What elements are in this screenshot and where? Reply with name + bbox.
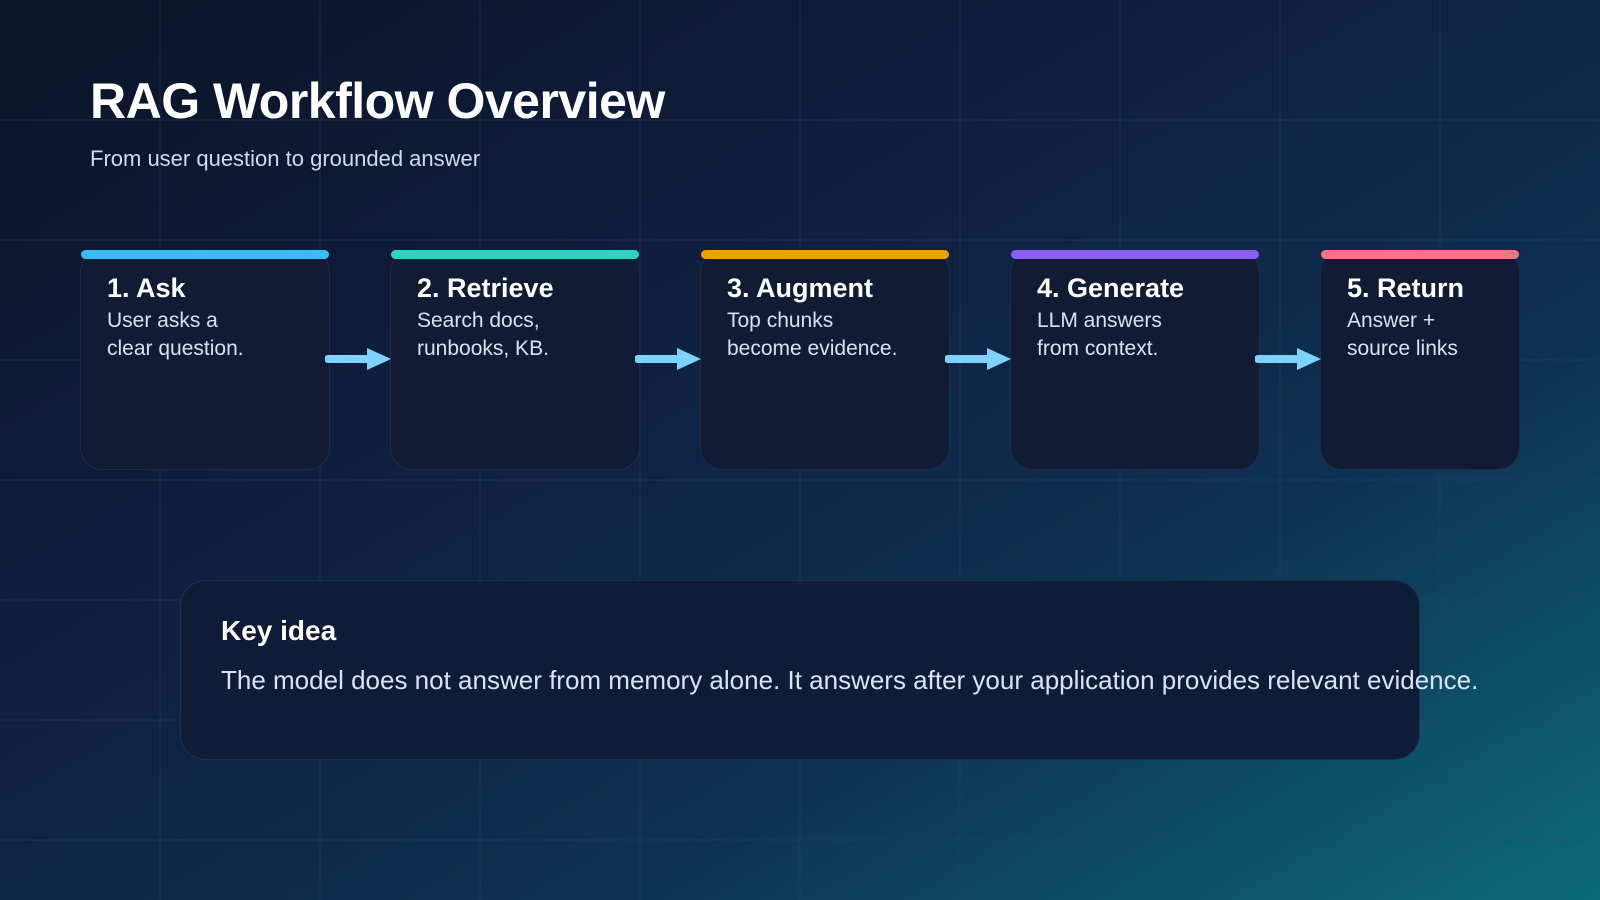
step-description-line: become evidence.	[727, 337, 898, 360]
step-card-augment: 3. Augment Top chunks become evidence.	[700, 250, 950, 470]
step-description-line: clear question.	[107, 337, 244, 360]
step-card-generate: 4. Generate LLM answers from context.	[1010, 250, 1260, 470]
step-title: 3. Augment	[727, 273, 874, 303]
page-subtitle: From user question to grounded answer	[90, 146, 481, 171]
key-idea-panel: Key idea The model does not answer from …	[180, 580, 1478, 760]
step-card-retrieve: 2. Retrieve Search docs, runbooks, KB.	[390, 250, 640, 470]
step-description-line: User asks a	[107, 309, 218, 332]
flow-arrow-icon	[945, 348, 1011, 370]
step-accent-bar	[1011, 250, 1259, 259]
step-description: LLM answers from context.	[1037, 307, 1247, 363]
step-accent-bar	[1321, 250, 1519, 259]
step-card-return: 5. Return Answer + source links	[1320, 250, 1520, 470]
step-description: Top chunks become evidence.	[727, 307, 937, 363]
step-description-line: LLM answers	[1037, 309, 1162, 332]
step-title: 5. Return	[1347, 273, 1465, 303]
step-accent-bar	[81, 250, 329, 259]
flow-arrow-icon	[635, 348, 701, 370]
key-idea-text: The model does not answer from memory al…	[221, 665, 1479, 695]
step-accent-bar	[391, 250, 639, 259]
step-description: Answer + source links	[1347, 307, 1557, 363]
step-description: User asks a clear question.	[107, 307, 317, 363]
flow-arrow-icon	[325, 348, 391, 370]
step-description-line: Top chunks	[727, 309, 834, 332]
step-description: Search docs, runbooks, KB.	[417, 307, 627, 363]
step-description-line: source links	[1347, 337, 1458, 360]
page-title: RAG Workflow Overview	[90, 73, 665, 129]
step-title: 1. Ask	[107, 273, 186, 303]
key-idea-title: Key idea	[221, 615, 337, 646]
step-title: 4. Generate	[1037, 273, 1185, 303]
step-description-line: from context.	[1037, 337, 1159, 360]
step-description-line: Search docs,	[417, 309, 540, 332]
step-accent-bar	[701, 250, 949, 259]
step-description-line: runbooks, KB.	[417, 337, 549, 360]
flow-arrow-icon	[1255, 348, 1321, 370]
step-description-line: Answer +	[1347, 309, 1436, 332]
step-card-ask: 1. Ask User asks a clear question.	[80, 250, 330, 470]
step-title: 2. Retrieve	[417, 273, 554, 303]
